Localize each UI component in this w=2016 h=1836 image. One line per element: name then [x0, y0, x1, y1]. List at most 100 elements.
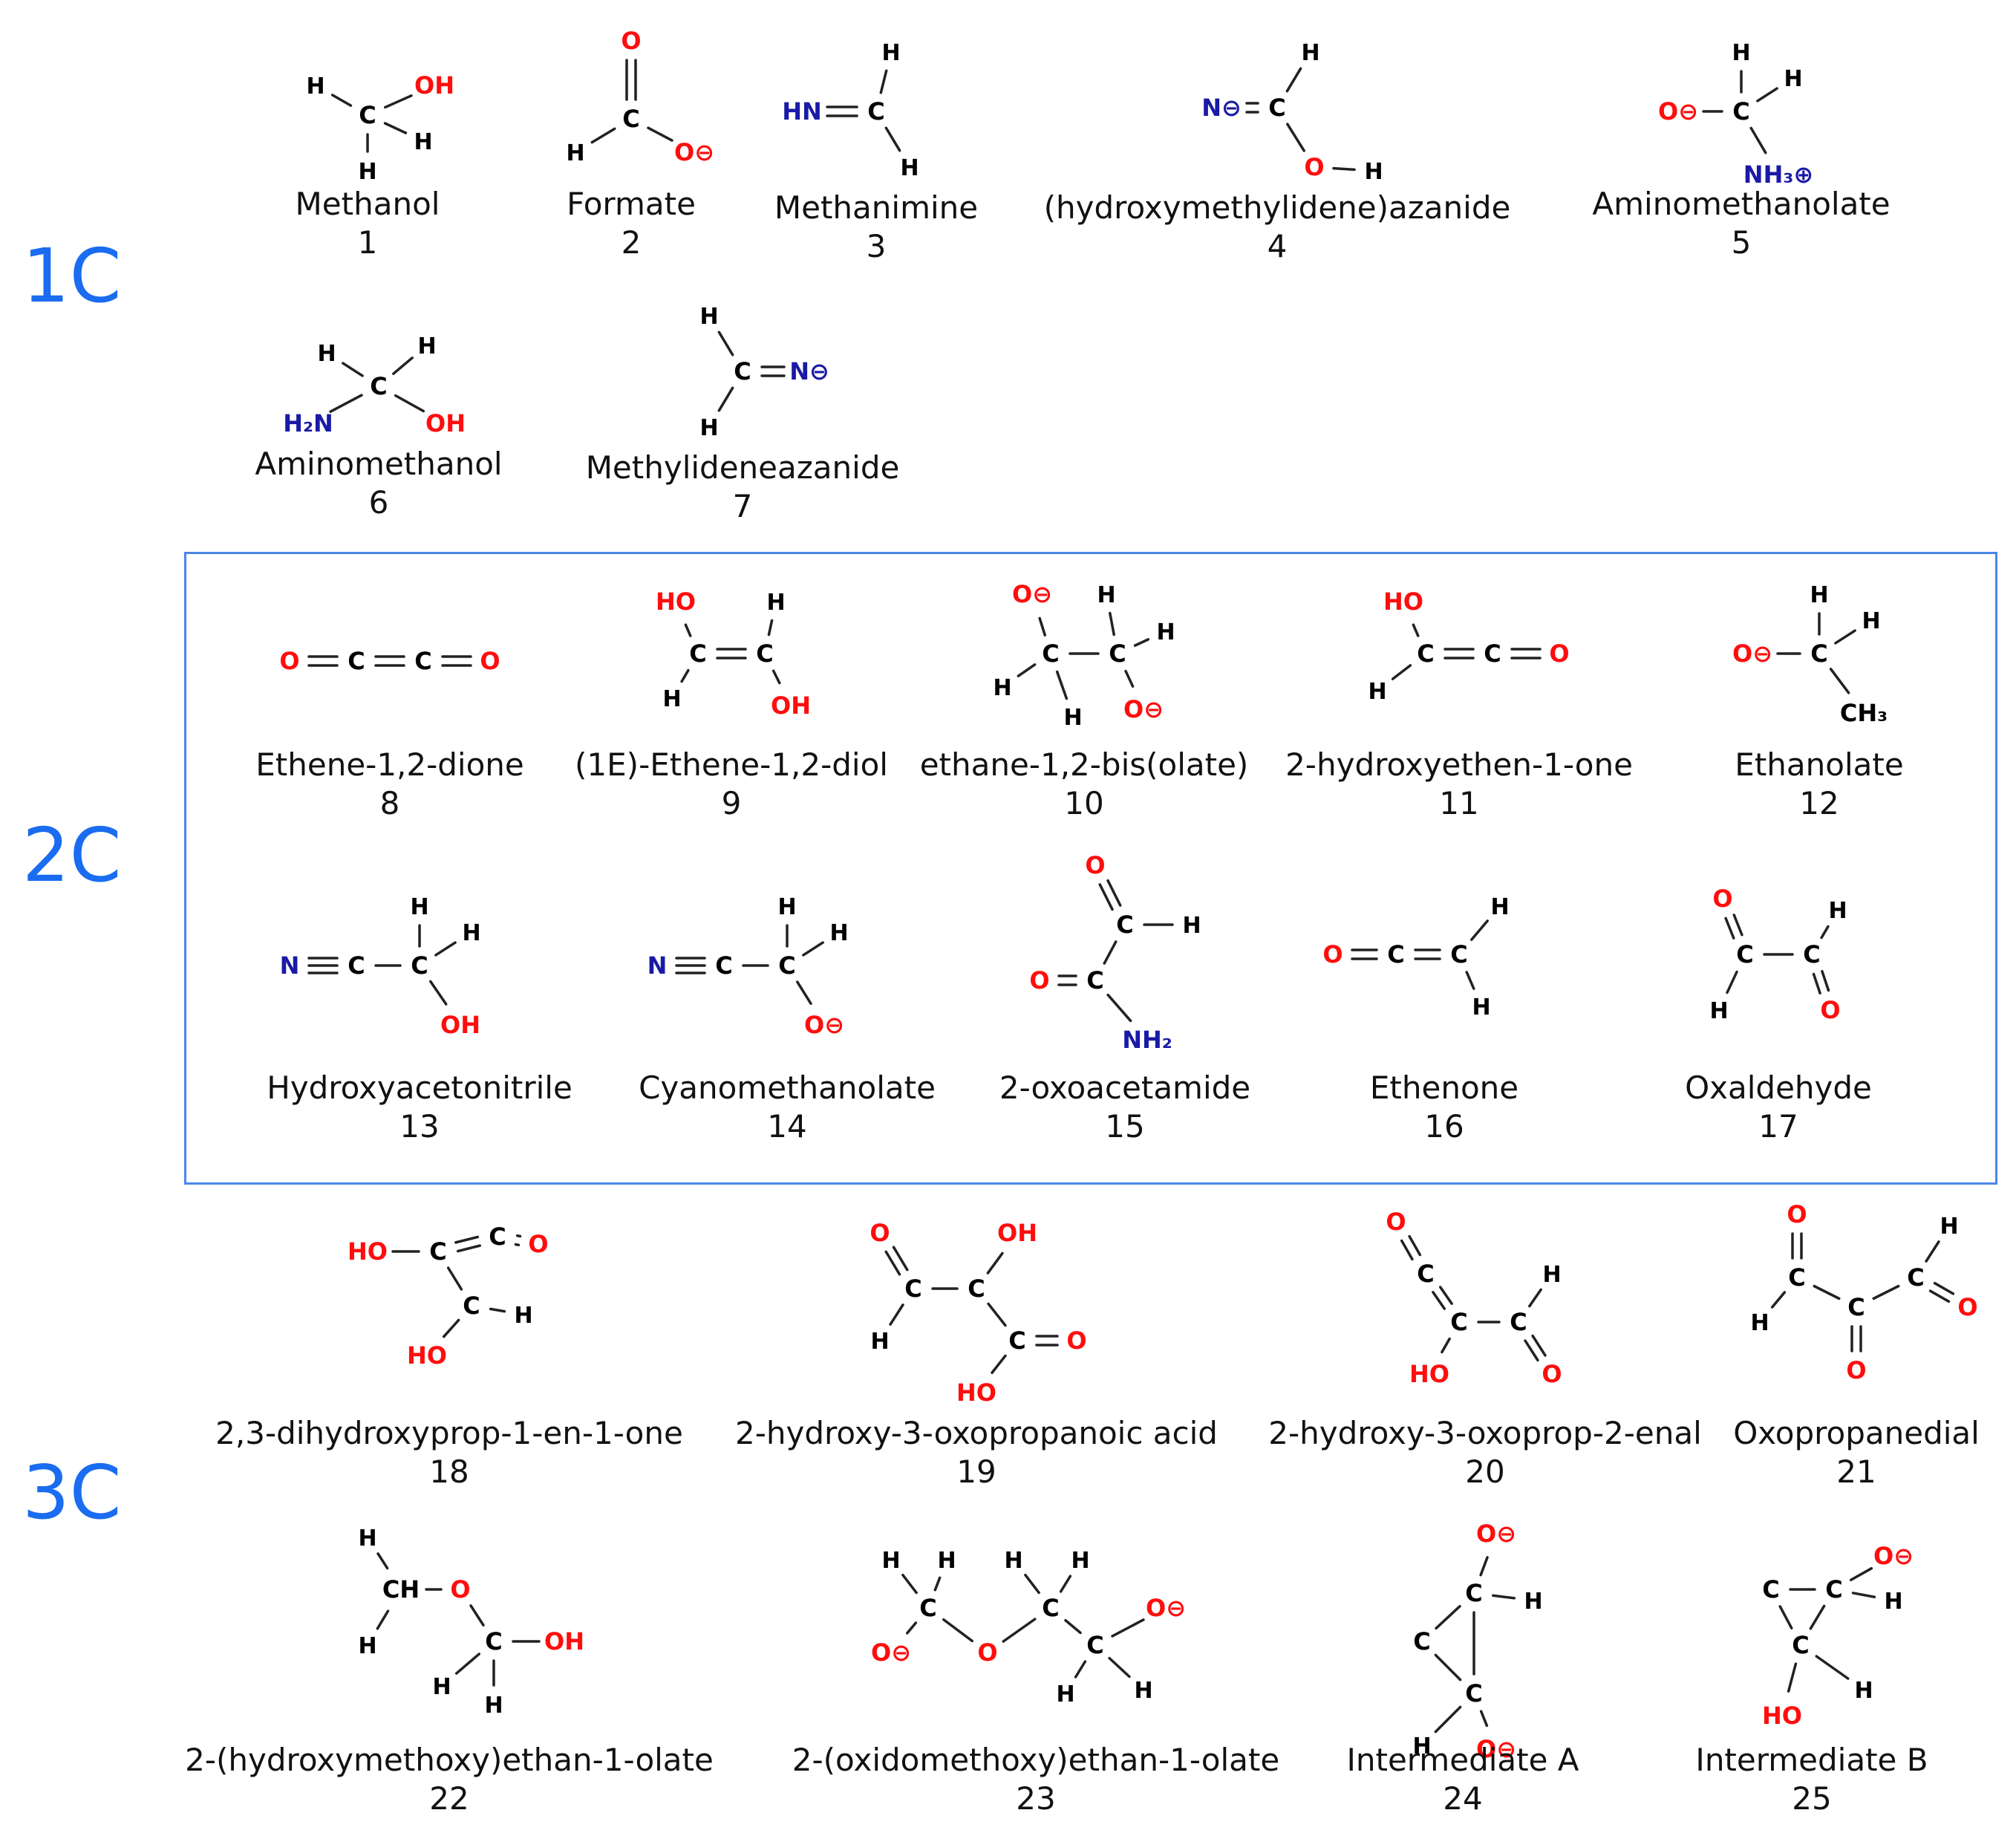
bond-double — [1057, 974, 1077, 986]
compound-name: Methanimine — [774, 189, 979, 226]
bond-single — [442, 1318, 460, 1338]
bond-single — [1055, 670, 1069, 700]
atom-carbon: C — [1116, 911, 1133, 939]
atom-oxygen: O — [1542, 1360, 1562, 1388]
atom-carbon: C — [919, 1594, 936, 1622]
atom-carbon: C — [904, 1275, 921, 1303]
atom-hydroxyl: HO — [348, 1237, 388, 1266]
bond-single — [454, 1653, 481, 1675]
bond-double — [1098, 879, 1122, 911]
atom-carbon: C — [411, 951, 428, 980]
compound-number: 19 — [956, 1454, 996, 1490]
atom-hydroxyl: OH — [544, 1627, 584, 1656]
atom-hydrogen: H — [1368, 679, 1386, 705]
atom-hydrogen: H — [514, 1303, 532, 1329]
bond-double — [454, 1235, 481, 1253]
bond-single — [933, 1576, 942, 1592]
atom-carbon: C — [778, 951, 795, 980]
bond-single — [1872, 1284, 1900, 1300]
atom-carbon: C — [689, 639, 706, 668]
atom-nitrogen: N — [280, 951, 300, 980]
bond-single — [329, 394, 363, 413]
compound-name: 2-(hydroxymethoxy)ethan-1-olate — [185, 1742, 714, 1778]
atom-nitrogen: N — [647, 951, 668, 980]
compound-name: Methylideneazanide — [585, 449, 900, 486]
bond-single — [987, 1302, 1007, 1327]
bond-single — [1726, 970, 1738, 994]
atom-hydrogen: H — [1784, 66, 1802, 92]
atom-carbon: C — [1450, 940, 1467, 969]
bond-single — [1103, 940, 1118, 965]
bond-triple — [307, 957, 339, 974]
bond-single — [1024, 1573, 1040, 1595]
bond-single — [1391, 664, 1412, 680]
bond-single — [1074, 1660, 1087, 1679]
atom-hydrogen: H — [1810, 582, 1828, 608]
compound-number: 25 — [1792, 1780, 1832, 1817]
atom-hydrogen: H — [1940, 1214, 1958, 1240]
bond-single — [647, 126, 673, 142]
bond-double — [374, 655, 405, 667]
atom-hydrogen: H — [1854, 1678, 1873, 1704]
atom-oxygen: O — [1957, 1293, 1977, 1321]
bond-single — [906, 1621, 918, 1635]
bond-single — [1108, 1656, 1131, 1679]
bond-single — [1434, 1705, 1462, 1734]
bond-single — [1435, 1604, 1461, 1630]
compound-number: 1 — [357, 224, 378, 261]
atom-hydrogen: H — [432, 1674, 451, 1700]
atom-hydrogen: H — [766, 590, 785, 616]
atom-hydrogen: H — [1862, 608, 1880, 634]
atom-carbon: C — [1109, 639, 1126, 668]
atom-carbon: C — [1450, 1308, 1467, 1336]
section-label-2c: 2C — [22, 812, 122, 899]
compound-name: Intermediate A — [1346, 1742, 1579, 1778]
atom-oxygen: O — [279, 647, 299, 675]
bond-single — [684, 623, 692, 637]
atom-hydroxyl: OH — [440, 1011, 480, 1039]
atom-carbon: C — [1907, 1263, 1924, 1292]
section-label-1c: 1C — [22, 232, 122, 319]
atom-oxygen: O — [480, 647, 500, 675]
atom-carbon: C — [1413, 1627, 1430, 1656]
bond-single — [1492, 1594, 1516, 1600]
bond-single — [1109, 611, 1115, 637]
compound-name: Oxopropanedial — [1733, 1415, 1980, 1451]
atom-anion-oxygen: O⊖ — [1476, 1735, 1516, 1763]
atom-oxygen: O — [1386, 1208, 1406, 1236]
compound-name: 2-hydroxy-3-oxopropanoic acid — [735, 1415, 1218, 1451]
bond-single — [489, 1307, 506, 1313]
compound-name: Ethene-1,2-dione — [255, 746, 524, 783]
compound-number: 14 — [767, 1108, 807, 1145]
atom-anion-oxygen: O⊖ — [804, 1011, 844, 1039]
atom-oxygen: O — [1820, 996, 1840, 1024]
atom-hydrogen: H — [1364, 159, 1383, 185]
bond-double — [1414, 948, 1441, 960]
compound-number: 16 — [1424, 1108, 1464, 1145]
bond-single — [1133, 638, 1150, 647]
bond-double — [1245, 102, 1259, 114]
bond-single — [796, 980, 812, 1005]
bond-double — [1351, 948, 1378, 960]
compound-name: (1E)-Ethene-1,2-diol — [575, 746, 888, 783]
atom-carbon: C — [1268, 94, 1285, 122]
compound-number: 13 — [399, 1108, 440, 1145]
atom-oxygen: O — [977, 1638, 997, 1667]
atom-amino: NH₂ — [1122, 1026, 1172, 1054]
bond-double — [1724, 914, 1743, 940]
atom-hydroxyl: HO — [1383, 587, 1423, 616]
bond-single — [1815, 1655, 1850, 1680]
atom-ammonium: NH₃⊕ — [1743, 160, 1813, 189]
